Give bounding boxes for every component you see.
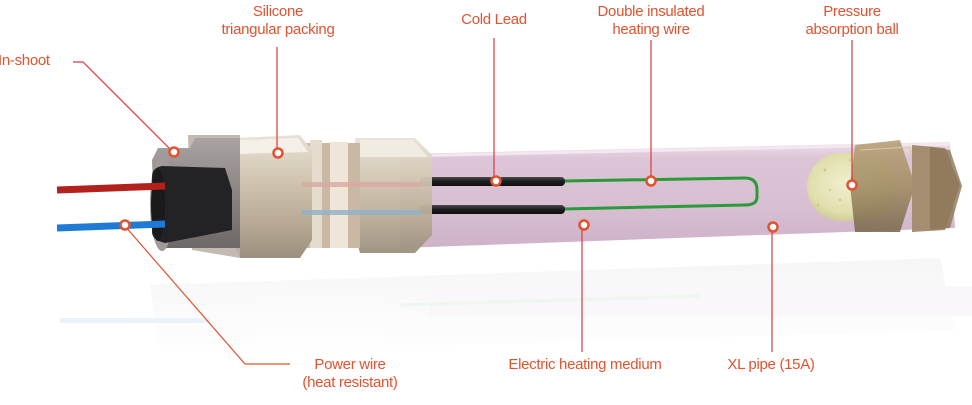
label-double-insulated-wire: Double insulated heating wire <box>597 3 705 38</box>
marker-heating-medium <box>578 219 590 231</box>
double-insulated-heating-wire <box>562 176 759 211</box>
leader-power-wire <box>123 224 290 365</box>
marker-silicone-packing <box>272 147 284 159</box>
label-heating-medium: Electric heating medium <box>508 356 662 373</box>
label-cold-lead: Cold Lead <box>461 11 527 28</box>
power-wire-blue <box>56 220 166 232</box>
leader-in-shoot <box>73 61 174 153</box>
leader-lines <box>73 38 853 365</box>
marker-dots <box>119 146 858 233</box>
marker-power-wire <box>119 219 131 231</box>
marker-xl-pipe <box>767 221 779 233</box>
marker-cold-lead <box>490 175 502 187</box>
label-pressure-ball: Pressure absorption ball <box>805 3 899 38</box>
label-in-shoot: In-shoot <box>0 52 50 69</box>
power-wire-red <box>56 182 166 194</box>
label-power-wire: Power wire (heat resistant) <box>302 356 398 391</box>
marker-pressure-ball <box>846 179 858 191</box>
marker-heating-wire <box>645 175 657 187</box>
marker-in-shoot <box>168 146 180 158</box>
cold-lead-bottom <box>420 205 565 214</box>
label-silicone-packing: Silicone triangular packing <box>221 3 335 38</box>
label-xl-pipe: XL pipe (15A) <box>727 356 815 373</box>
floor-reflection <box>60 258 972 355</box>
end-cap <box>850 140 962 232</box>
fitting-assembly <box>150 135 432 258</box>
